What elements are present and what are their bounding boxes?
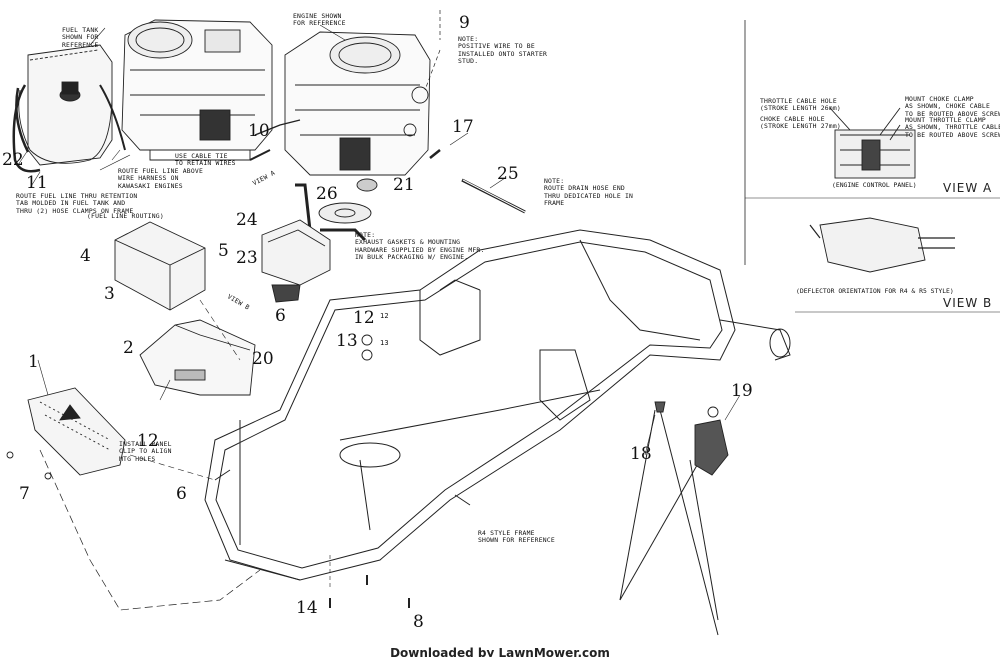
view-b-drawing (809, 217, 955, 273)
retention-note: ROUTE FUEL LINE THRU RETENTION TAB MOLDE… (16, 192, 138, 215)
part-3 (114, 221, 206, 311)
callout-5: 5 (218, 241, 229, 261)
part-1 (27, 387, 126, 476)
fuel-line (12, 84, 41, 173)
callout-1: 1 (28, 352, 39, 372)
view-a-throttle-hole: THROTTLE CABLE HOLE (STROKE LENGTH 26mm) (760, 97, 841, 113)
callout-4: 4 (80, 246, 91, 266)
cable-tie-note: USE CABLE TIE TO RETAIN WIRES (175, 152, 236, 168)
callout-17: 17 (452, 117, 474, 137)
drain-note: NOTE: ROUTE DRAIN HOSE END THRU DEDICATE… (544, 177, 634, 208)
callout-20: 20 (252, 349, 274, 369)
callout-18: 18 (630, 444, 652, 464)
callout-6-upper: 6 (275, 306, 286, 326)
starter-note: NOTE: POSITIVE WIRE TO BE INSTALLED ONTO… (458, 35, 548, 66)
callout-23: 23 (236, 248, 258, 268)
fuel-tank-note: FUEL TANK SHOWN FOR REFERENCE (62, 26, 99, 49)
footer-text: Downloaded by LawnMower.com (390, 646, 610, 657)
frame (204, 229, 791, 581)
panel-note: INSTALL PANEL CLIP TO ALIGN MTG HOLES (119, 440, 172, 463)
callout-10: 10 (248, 121, 270, 141)
callout-13: 13 (336, 331, 358, 351)
callout-8: 8 (413, 612, 424, 632)
view-a-title: VIEW A (943, 181, 993, 195)
callout-26: 26 (316, 184, 338, 204)
frame-note: R4 STYLE FRAME SHOWN FOR REFERENCE (478, 529, 555, 545)
exhaust-note: NOTE: EXHAUST GASKETS & MOUNTING HARDWAR… (355, 231, 485, 262)
callout-21: 21 (393, 175, 415, 195)
fuel-line-routing-caption: (FUEL LINE ROUTING) (87, 212, 164, 220)
view-a-choke-clamp: MOUNT CHOKE CLAMP AS SHOWN, CHOKE CABLE … (905, 95, 1000, 118)
callout-12-small: 12 (380, 312, 389, 320)
engine-right (284, 31, 431, 176)
part-2 (139, 319, 256, 396)
view-a-caption: (ENGINE CONTROL PANEL) (832, 181, 917, 189)
callout-7: 7 (19, 484, 30, 504)
callout-25: 25 (497, 164, 519, 184)
callout-6-lower: 6 (176, 484, 187, 504)
view-a-throttle-clamp: MOUNT THROTTLE CLAMP AS SHOWN, THROTTLE … (905, 116, 1000, 139)
callout-12-upper: 12 (353, 308, 375, 328)
view-b-title: VIEW B (943, 296, 993, 310)
callout-3: 3 (104, 284, 115, 304)
view-b-caption: (DEFLECTOR ORIENTATION FOR R4 & R5 STYLE… (796, 287, 954, 295)
callout-24: 24 (236, 210, 258, 230)
fuel-tank (15, 44, 113, 166)
callout-22: 22 (2, 150, 24, 170)
callout-9: 9 (459, 13, 470, 33)
engine-note: ENGINE SHOWN FOR REFERENCE (293, 12, 346, 28)
callout-13-small: 13 (380, 339, 389, 347)
callout-19: 19 (731, 381, 753, 401)
callout-12-lower: 12 (137, 431, 159, 451)
route-above-note: ROUTE FUEL LINE ABOVE WIRE HARNESS ON KA… (118, 167, 203, 190)
callout-14: 14 (296, 598, 318, 618)
callout-2: 2 (123, 338, 134, 358)
callout-11: 11 (26, 173, 48, 193)
view-a-choke-hole: CHOKE CABLE HOLE (STROKE LENGTH 27mm) (760, 115, 841, 131)
view-a-drawing (829, 107, 916, 179)
engine-left (121, 19, 273, 161)
